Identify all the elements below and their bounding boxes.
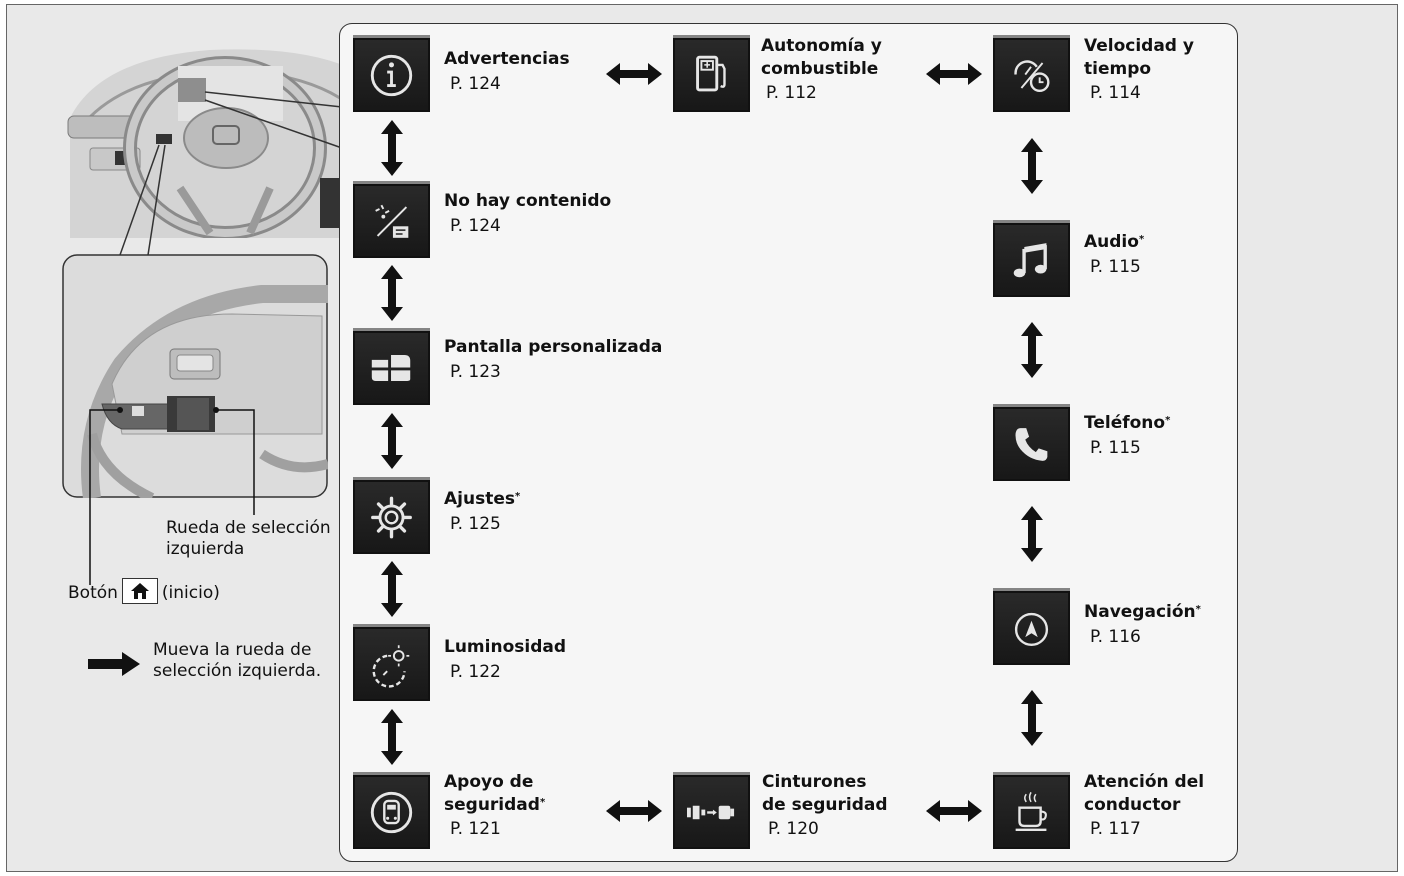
custom-display-icon: [353, 328, 430, 405]
arrow-nocontent-custom: [381, 265, 403, 321]
seatbelts-label-line1: Cinturones: [762, 772, 867, 792]
driver-attention-label-line1: Atención del: [1084, 772, 1205, 792]
safety-support-label-line1: Apoyo de: [444, 772, 534, 792]
phone-label: Teléfono*: [1084, 412, 1170, 435]
phone-page: P. 115: [1090, 438, 1141, 458]
audio-label-text: Audio: [1084, 232, 1139, 252]
speed-clock-icon: [993, 35, 1070, 112]
legend-arrow-icon: [88, 652, 140, 676]
range-fuel-label-line2: combustible: [761, 59, 879, 79]
brightness-page: P. 122: [450, 662, 501, 682]
fuel-pump-icon: [673, 35, 750, 112]
home-icon: [121, 578, 158, 604]
safety-support-label-line2: seguridad*: [444, 794, 545, 817]
no-content-icon: [353, 181, 430, 258]
home-button-callout: Botón (inicio): [68, 578, 220, 606]
audio-footnote-mark: *: [1138, 234, 1145, 245]
home-callout-suffix: (inicio): [161, 583, 220, 603]
settings-footnote-mark: *: [514, 491, 521, 502]
coffee-cup-icon: [993, 772, 1070, 849]
phone-label-text: Teléfono: [1084, 413, 1166, 433]
arrow-warnings-range: [606, 63, 662, 85]
info-icon: [353, 35, 430, 112]
brightness-label: Luminosidad: [444, 637, 567, 657]
navigation-label-text: Navegación: [1084, 602, 1196, 622]
arrow-phone-navigation: [1021, 506, 1043, 562]
seatbelts-label-line2: de seguridad: [762, 795, 888, 815]
arrow-brightness-safety: [381, 709, 403, 765]
navigation-footnote-mark: *: [1195, 604, 1201, 615]
driver-attention-label-line2: conductor: [1084, 795, 1181, 815]
audio-label: Audio*: [1084, 231, 1144, 254]
arrow-settings-brightness: [381, 561, 403, 617]
speed-time-label-line1: Velocidad y: [1084, 36, 1194, 56]
arrow-speed-audio: [1021, 138, 1043, 194]
audio-page: P. 115: [1090, 257, 1141, 277]
left-wheel-zoom-inset: [62, 254, 328, 498]
arrow-seatbelts-attention: [926, 800, 982, 822]
range-fuel-label-line1: Autonomía y: [761, 36, 882, 56]
seatbelts-label: Cinturones de seguridad: [762, 771, 888, 817]
arrow-range-speed: [926, 63, 982, 85]
custom-display-page: P. 123: [450, 362, 501, 382]
brightness-icon: [353, 624, 430, 701]
phone-footnote-mark: *: [1165, 415, 1171, 426]
display-screens-panel: [339, 23, 1238, 862]
safety-support-icon: [353, 772, 430, 849]
phone-icon: [993, 404, 1070, 481]
safety-support-label: Apoyo de seguridad*: [444, 771, 545, 817]
speed-time-label: Velocidad y tiempo: [1084, 35, 1194, 81]
no-content-label: No hay contenido: [444, 191, 612, 211]
arrow-safety-seatbelts: [606, 800, 662, 822]
speed-time-page: P. 114: [1090, 83, 1141, 103]
range-fuel-page: P. 112: [766, 83, 817, 103]
safety-support-footnote-mark: *: [539, 797, 546, 808]
seatbelts-page: P. 120: [768, 819, 819, 839]
music-note-icon: [993, 220, 1070, 297]
legend-text: Mueva la rueda de selección izquierda.: [153, 640, 321, 682]
arrow-custom-settings: [381, 413, 403, 469]
legend-line1: Mueva la rueda de: [153, 640, 312, 660]
navigation-label: Navegación*: [1084, 601, 1201, 624]
safety-support-page: P. 121: [450, 819, 501, 839]
no-content-page: P. 124: [450, 216, 501, 236]
steering-wheel-illustration: [67, 49, 350, 238]
settings-page: P. 125: [450, 514, 501, 534]
navigation-page: P. 116: [1090, 627, 1141, 647]
home-callout-prefix: Botón: [68, 583, 118, 603]
left-wheel-callout-line1: Rueda de selección: [166, 518, 331, 538]
driver-attention-page: P. 117: [1090, 819, 1141, 839]
legend-line2: selección izquierda.: [153, 661, 322, 681]
left-wheel-callout: Rueda de selección izquierda: [166, 518, 331, 560]
gear-icon: [353, 477, 430, 554]
arrow-navigation-attention: [1021, 690, 1043, 746]
seatbelt-icon: [673, 772, 750, 849]
settings-label-text: Ajustes: [444, 489, 515, 509]
custom-display-label: Pantalla personalizada: [444, 337, 663, 357]
arrow-warnings-nocontent: [381, 120, 403, 176]
warnings-page: P. 124: [450, 74, 501, 94]
range-fuel-label: Autonomía y combustible: [761, 35, 882, 81]
navigation-icon: [993, 588, 1070, 665]
warnings-label: Advertencias: [444, 49, 570, 69]
safety-support-label-line2-text: seguridad: [444, 795, 540, 815]
settings-label: Ajustes*: [444, 488, 520, 511]
speed-time-label-line2: tiempo: [1084, 59, 1152, 79]
arrow-audio-phone: [1021, 322, 1043, 378]
left-wheel-callout-line2: izquierda: [166, 539, 245, 559]
driver-attention-label: Atención del conductor: [1084, 771, 1204, 817]
